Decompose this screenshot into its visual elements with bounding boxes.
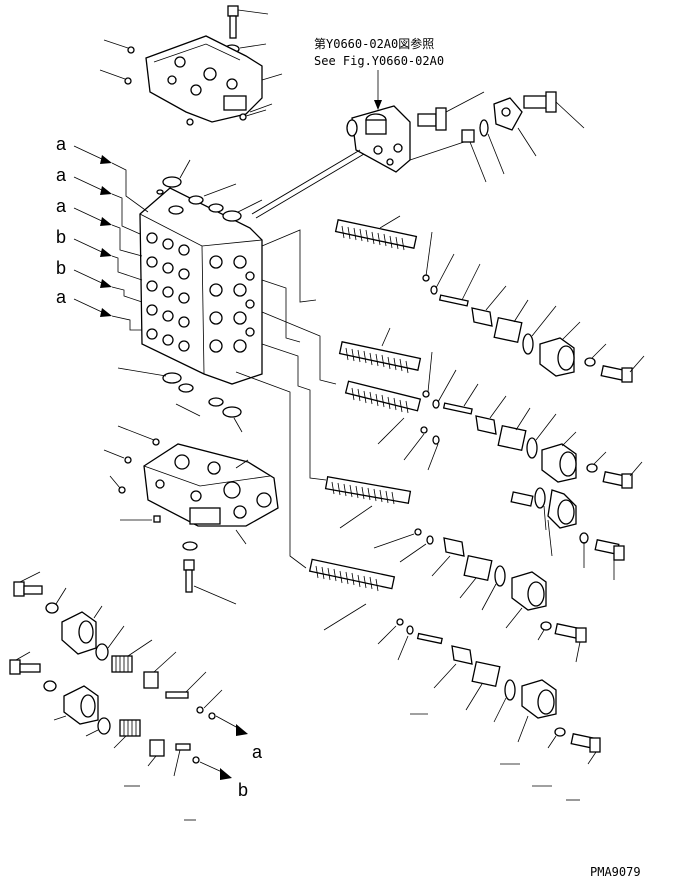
spool-row-1 — [334, 215, 645, 383]
spool-row-2 — [338, 327, 643, 489]
spool-row-3 — [344, 380, 440, 471]
main-valve-block — [117, 159, 263, 433]
reference-note-english: See Fig.Y0660-02A0 — [314, 54, 444, 68]
block-ports — [146, 232, 255, 353]
side-label-3: a — [56, 196, 67, 216]
reference-note-japanese: 第Y0660-02A0図参照 — [314, 36, 434, 51]
exit-label-b: b — [238, 780, 248, 800]
spool-row-5 — [308, 558, 601, 801]
relief-valve-block — [251, 91, 585, 219]
drawing-code: PMA9079 — [590, 865, 641, 879]
side-label-6: a — [56, 287, 67, 307]
side-label-2: a — [56, 165, 67, 185]
top-cover-assembly — [99, 5, 283, 126]
side-label-1: a — [56, 134, 67, 154]
side-labels: a a a b b a — [56, 134, 149, 331]
exit-label-a: a — [252, 742, 263, 762]
spool-leader-lines — [235, 229, 337, 569]
lower-section-block — [103, 425, 279, 605]
spool-row-4 — [324, 476, 625, 663]
side-label-5: b — [56, 258, 66, 278]
side-label-4: b — [56, 227, 66, 247]
left-auxiliary-parts — [9, 571, 248, 821]
